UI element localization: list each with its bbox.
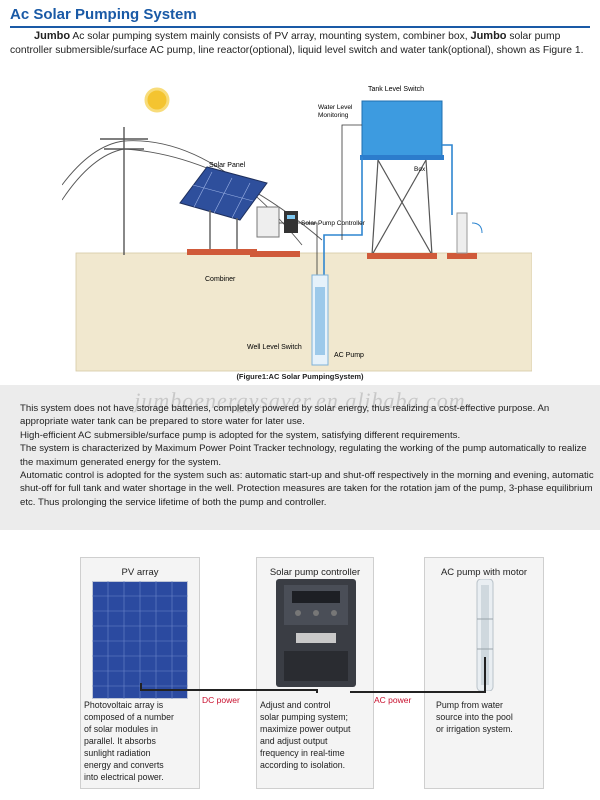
label-box: Box xyxy=(414,166,426,173)
ac-connector xyxy=(350,691,486,693)
description-paragraph: High-efficient AC submersible/surface pu… xyxy=(20,429,461,441)
controller-text-line: and adjust output xyxy=(260,736,328,746)
dc-connector xyxy=(140,683,142,691)
pv-text-line: of solar modules in xyxy=(84,724,158,734)
controller-text-line: Adjust and control xyxy=(260,700,331,710)
system-diagram: Tank Level Switch Water Level Monitoring… xyxy=(62,86,532,372)
pump-description: Pump from water source into the pool or … xyxy=(436,699,544,735)
description-band xyxy=(0,385,600,530)
controller-text-line: solar pumping system; xyxy=(260,712,349,722)
component-flow: PV array Photovoltaic array is composed … xyxy=(80,557,545,797)
brand-name-2: Jumbo xyxy=(470,30,507,42)
controller-text-line: frequency in real-time xyxy=(260,748,345,758)
well-pump xyxy=(311,274,329,366)
controller-unit xyxy=(284,211,298,233)
pump-text-line: or irrigation system. xyxy=(436,724,513,734)
pv-text-line: composed of a number xyxy=(84,712,174,722)
label-solar-pump-controller: Solar Pump Controller xyxy=(301,220,366,227)
description-paragraph: Automatic control is adopted for the sys… xyxy=(20,470,594,508)
controller-text-line: maximize power output xyxy=(260,724,351,734)
pump-text-line: source into the pool xyxy=(436,712,513,722)
pump-text-line: Pump from water xyxy=(436,700,503,710)
controller-description: Adjust and control solar pumping system;… xyxy=(260,699,374,771)
intro-text-1: Ac solar pumping system mainly consists … xyxy=(70,31,471,42)
ac-connector xyxy=(484,657,486,693)
utility-pole xyxy=(62,127,323,255)
intro-paragraph: Jumbo Ac solar pumping system mainly con… xyxy=(10,29,595,58)
pv-array-description: Photovoltaic array is composed of a numb… xyxy=(84,699,200,783)
description-paragraph: The system is characterized by Maximum P… xyxy=(20,443,587,468)
page-title: Ac Solar Pumping System xyxy=(10,6,197,23)
pv-array-image xyxy=(92,581,188,699)
pump-label: AC pump with motor xyxy=(440,567,528,578)
pv-text-line: sunlight radiation xyxy=(84,748,151,758)
dc-power-label: DC power xyxy=(202,695,240,705)
brand-name: Jumbo xyxy=(34,30,71,42)
ac-power-label: AC power xyxy=(374,695,412,705)
label-solar-panel: Solar Panel xyxy=(209,162,246,169)
label-monitoring: Monitoring xyxy=(318,112,349,119)
controller-image xyxy=(276,579,356,687)
ac-connector xyxy=(316,689,318,693)
combiner-box xyxy=(250,206,300,257)
pv-text-line: Photovoltaic array is xyxy=(84,700,164,710)
pv-array-label: PV array xyxy=(121,567,159,578)
dc-connector xyxy=(140,689,316,691)
label-water-level: Water Level xyxy=(318,104,353,111)
water-tower xyxy=(360,100,477,259)
controller-text-line: according to isolation. xyxy=(260,760,346,770)
label-well-level-switch: Well Level Switch xyxy=(247,344,302,351)
ground xyxy=(75,252,532,372)
pump-image xyxy=(476,579,494,691)
sun-icon xyxy=(144,87,170,113)
controller-label: Solar pump controller xyxy=(269,567,361,578)
watermark-text: jumboenergysaver.en.alibaba.com xyxy=(134,388,466,413)
label-tank-level-switch: Tank Level Switch xyxy=(368,86,424,93)
intro-text-2: solar pump controller submersible/surfac… xyxy=(10,31,584,56)
label-ac-pump: AC Pump xyxy=(334,352,364,359)
title-rule xyxy=(10,26,590,28)
solar-panel xyxy=(179,166,268,255)
figure-caption: (Figure1:AC Solar PumpingSystem) xyxy=(236,372,364,381)
description-paragraph: This system does not have storage batter… xyxy=(20,403,550,428)
pv-text-line: energy and converts xyxy=(84,760,164,770)
pv-text-line: parallel. It absorbs xyxy=(84,736,156,746)
description-text: This system does not have storage batter… xyxy=(20,402,595,509)
label-combiner: Combiner xyxy=(205,276,236,283)
pv-text-line: into electrical power. xyxy=(84,772,164,782)
